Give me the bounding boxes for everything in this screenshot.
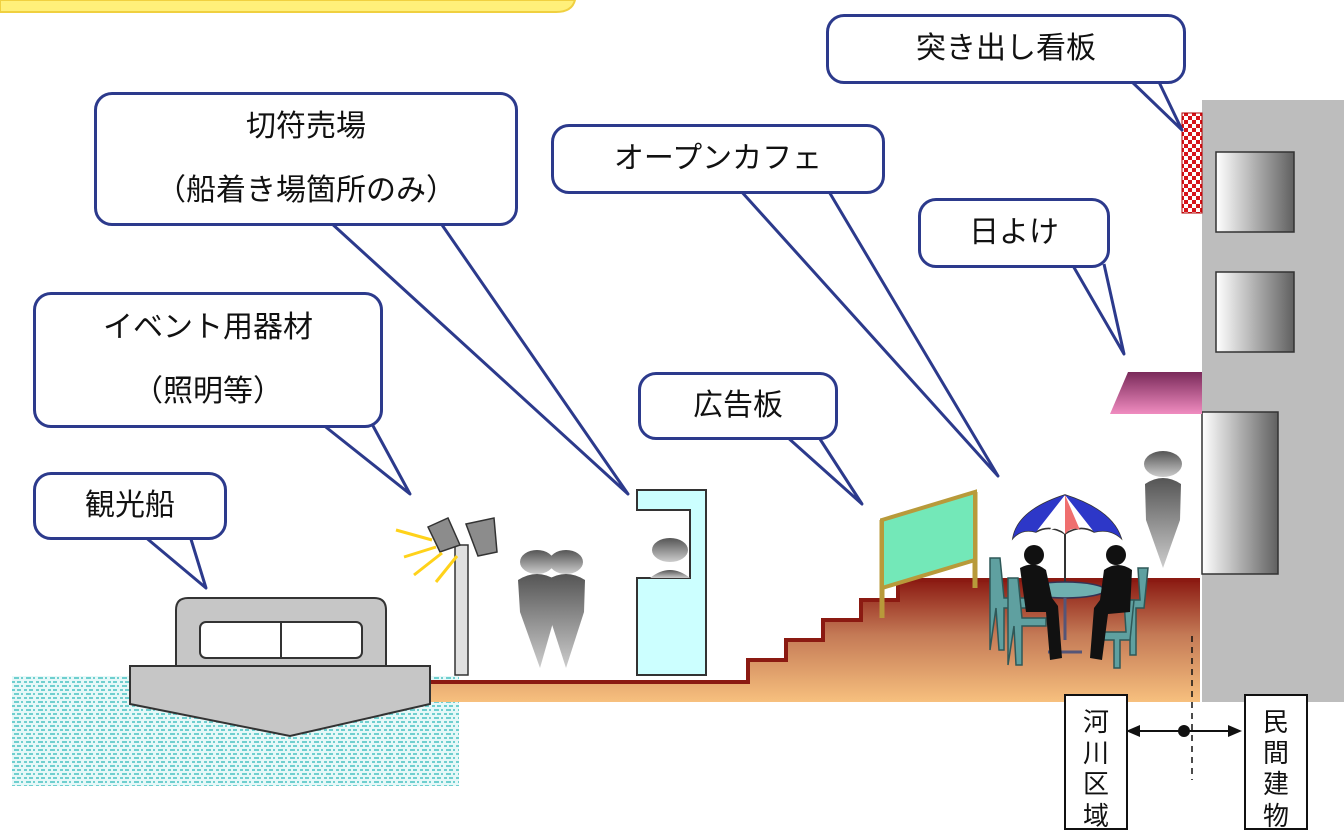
river-zone-char: 域 bbox=[1082, 801, 1109, 832]
stair-edge bbox=[430, 578, 1200, 684]
chair-icon bbox=[989, 557, 1149, 669]
river-zone-label: 河 川 区 域 bbox=[1064, 694, 1128, 832]
callout-event-equipment-line1: イベント用器材 bbox=[103, 310, 313, 345]
umbrella-icon bbox=[1011, 494, 1123, 640]
boat-icon bbox=[129, 597, 431, 738]
private-building-char: 間 bbox=[1262, 739, 1289, 770]
floodlight-icon bbox=[395, 517, 498, 676]
callout-awning-text: 日よけ bbox=[969, 215, 1059, 250]
callout-ticket-booth-line2: （船着き場箇所のみ） bbox=[156, 173, 456, 208]
person-silhouette-icon bbox=[1144, 451, 1182, 568]
person-silhouette-icon bbox=[518, 550, 585, 668]
callout-tail-koukoku bbox=[784, 434, 864, 506]
callout-open-cafe: オープンカフェ bbox=[551, 124, 885, 194]
header-banner-bar bbox=[0, 0, 577, 13]
river-zone-char: 河 bbox=[1082, 708, 1109, 738]
callout-tail-tsukidashi bbox=[1128, 78, 1184, 132]
callout-tail-hiyoke bbox=[1070, 263, 1126, 356]
building-window bbox=[1215, 271, 1295, 353]
billboard bbox=[879, 489, 978, 618]
river-zone-char: 川 bbox=[1082, 739, 1109, 770]
callout-projecting-sign-text: 突き出し看板 bbox=[916, 31, 1096, 66]
private-building-label: 民 間 建 物 bbox=[1244, 694, 1308, 832]
callout-tail-event bbox=[321, 422, 412, 496]
callout-billboard: 広告板 bbox=[638, 372, 838, 440]
callout-event-equipment: イベント用器材 （照明等） bbox=[33, 292, 383, 428]
building-window bbox=[1215, 151, 1295, 233]
private-building-char: 民 bbox=[1262, 708, 1289, 738]
callout-ticket-booth: 切符売場 （船着き場箇所のみ） bbox=[94, 92, 518, 226]
ticket-booth bbox=[636, 489, 707, 676]
double-arrow-icon bbox=[1126, 725, 1242, 737]
callout-billboard-text: 広告板 bbox=[693, 388, 783, 423]
callout-awning: 日よけ bbox=[918, 198, 1110, 268]
person-silhouette-icon bbox=[1020, 545, 1132, 660]
awning bbox=[1110, 372, 1202, 414]
callout-projecting-sign: 突き出し看板 bbox=[826, 14, 1186, 84]
callout-tail-kippu bbox=[328, 220, 630, 496]
callout-tail-kankousen bbox=[143, 534, 208, 590]
callout-ticket-booth-line1: 切符売場 bbox=[246, 109, 366, 144]
callout-open-cafe-text: オープンカフェ bbox=[613, 141, 823, 176]
private-building-char: 物 bbox=[1262, 801, 1289, 832]
river-zone-char: 区 bbox=[1082, 770, 1109, 801]
callout-sightseeing-boat: 観光船 bbox=[33, 472, 227, 540]
callout-tail-cafe bbox=[738, 188, 1000, 478]
building-door bbox=[1201, 411, 1279, 575]
private-building-char: 建 bbox=[1262, 770, 1289, 801]
callout-sightseeing-boat-text: 観光船 bbox=[85, 488, 175, 523]
callout-event-equipment-line2: （照明等） bbox=[133, 374, 283, 409]
projecting-sign bbox=[1181, 112, 1203, 214]
